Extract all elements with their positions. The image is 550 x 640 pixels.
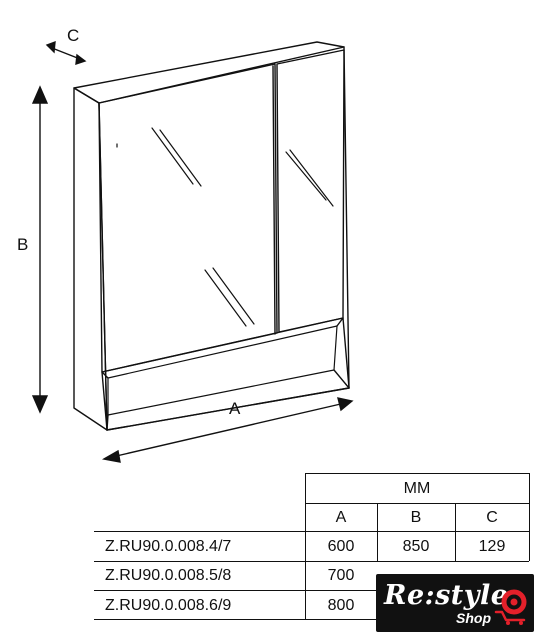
table-row-1-c: 129 [478,538,506,555]
mirror-glints [116,127,334,327]
column-header-c: C [486,509,498,526]
dimension-label-a: A [229,399,241,418]
dimension-label-c: C [67,26,79,45]
table-row-3-model: Z.RU90.0.008.6/9 [105,597,232,614]
cabinet-top-face [73,41,345,104]
column-header-a: A [335,509,347,526]
unit-header: MM [403,480,431,497]
right-mirror-door [276,49,345,333]
logo-brand-text: Re:style [384,580,509,611]
shopping-cart-icon [494,589,527,625]
logo-shop-text: Shop [456,610,491,626]
dimension-label-b: B [17,235,28,254]
table-row-2-a: 700 [327,567,355,584]
table-row-2-model: Z.RU90.0.008.5/8 [105,567,232,584]
cabinet-drawing: B A C [17,26,354,463]
table-row-1-b: 850 [402,538,430,555]
dimension-arrows [31,40,354,463]
column-header-b: B [410,509,422,526]
left-mirror-door [98,63,278,373]
table-row-1-a: 600 [327,538,355,555]
restyle-shop-logo[interactable]: Re:style Shop [376,574,534,632]
cabinet-right-edge [343,46,350,389]
table-row-1-model: Z.RU90.0.008.4/7 [105,538,232,555]
table-row-3-a: 800 [327,597,355,614]
